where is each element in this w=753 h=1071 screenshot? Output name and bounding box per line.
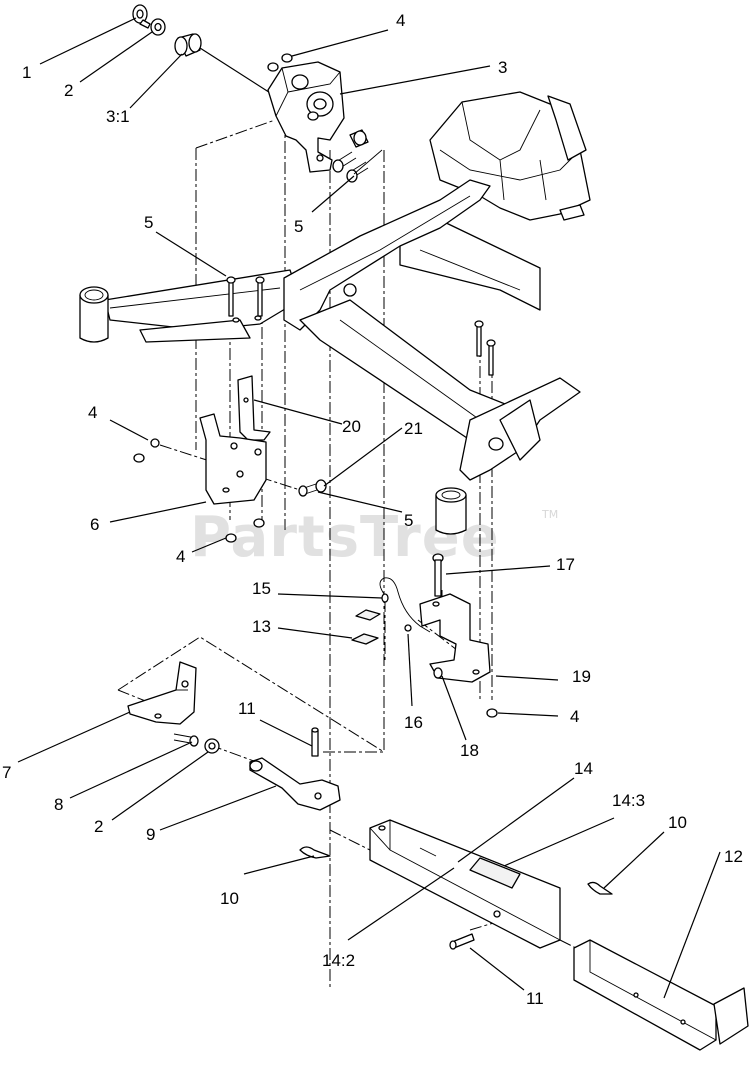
part-15-cable [379,577,431,633]
part-5-bolts-middle [226,276,496,376]
callout-17: 17 [556,555,575,574]
callout-10: 10 [220,889,239,908]
callout-13: 13 [252,617,271,636]
callout-10: 10 [668,813,687,832]
part-9-tow-rod [249,757,341,811]
callout-labels: 1 2 3:1 4 3 5 5 4 20 21 6 5 4 17 15 13 1… [2,11,743,1008]
callout-9: 9 [146,825,155,844]
part-18-bolt [433,667,443,679]
part-14-3-decal [469,857,521,889]
part-4-nut-bottom [486,708,498,718]
callout-6: 6 [90,515,99,534]
watermark-trademark: TM [541,508,558,521]
part-8-bolt [173,733,199,747]
callout-20: 20 [342,417,361,436]
deck-frame [79,91,591,535]
part-5-bolts-top [332,149,383,183]
part-2-washer-lower [204,738,220,754]
callout-8: 8 [54,795,63,814]
part-14-hitch-tube [369,819,561,949]
part-6-mount-plate [199,413,267,505]
part-3-1-bushing [174,33,202,57]
callout-2: 2 [64,81,73,100]
part-1-clevis-pin [132,4,151,29]
callout-5: 5 [144,213,153,232]
part-4-nuts-middle [133,438,265,543]
callout-5: 5 [404,511,413,530]
callout-14-2: 14:2 [322,951,355,970]
part-4-nut-top [267,53,293,72]
callout-11: 11 [238,699,256,718]
part-11-pin-upper [311,727,319,757]
callout-4: 4 [396,11,405,30]
part-2-washer [150,18,166,36]
part-17-pin [432,553,444,597]
part-10-clip-right [587,881,613,895]
callout-21: 21 [404,419,423,438]
part-12-extension-bar [573,939,749,1051]
callout-15: 15 [252,579,271,598]
part-20-strap [237,375,271,441]
part-3-pivot-bracket [267,61,369,173]
part-10-clip-left [299,846,331,859]
leader-lines [17,17,721,999]
callout-11: 11 [526,989,544,1008]
callout-1: 1 [22,63,31,82]
callout-7: 7 [2,763,11,782]
part-11-pin-lower [449,933,475,950]
callout-4: 4 [176,547,185,566]
callout-14: 14 [574,759,593,778]
callout-12: 12 [724,847,743,866]
callout-4: 4 [88,403,97,422]
callout-2: 2 [94,817,103,836]
callout-3: 3 [498,58,507,77]
callout-4: 4 [570,707,579,726]
part-13-pads [351,609,381,645]
callout-16: 16 [404,713,423,732]
part-7-bracket [127,661,197,725]
part-16-screw [404,624,412,632]
callout-18: 18 [460,741,479,760]
callout-14-3: 14:3 [612,791,645,810]
callout-3-1: 3:1 [106,107,130,126]
callout-19: 19 [572,667,591,686]
callout-5: 5 [294,217,303,236]
part-21-bolt [298,479,327,497]
